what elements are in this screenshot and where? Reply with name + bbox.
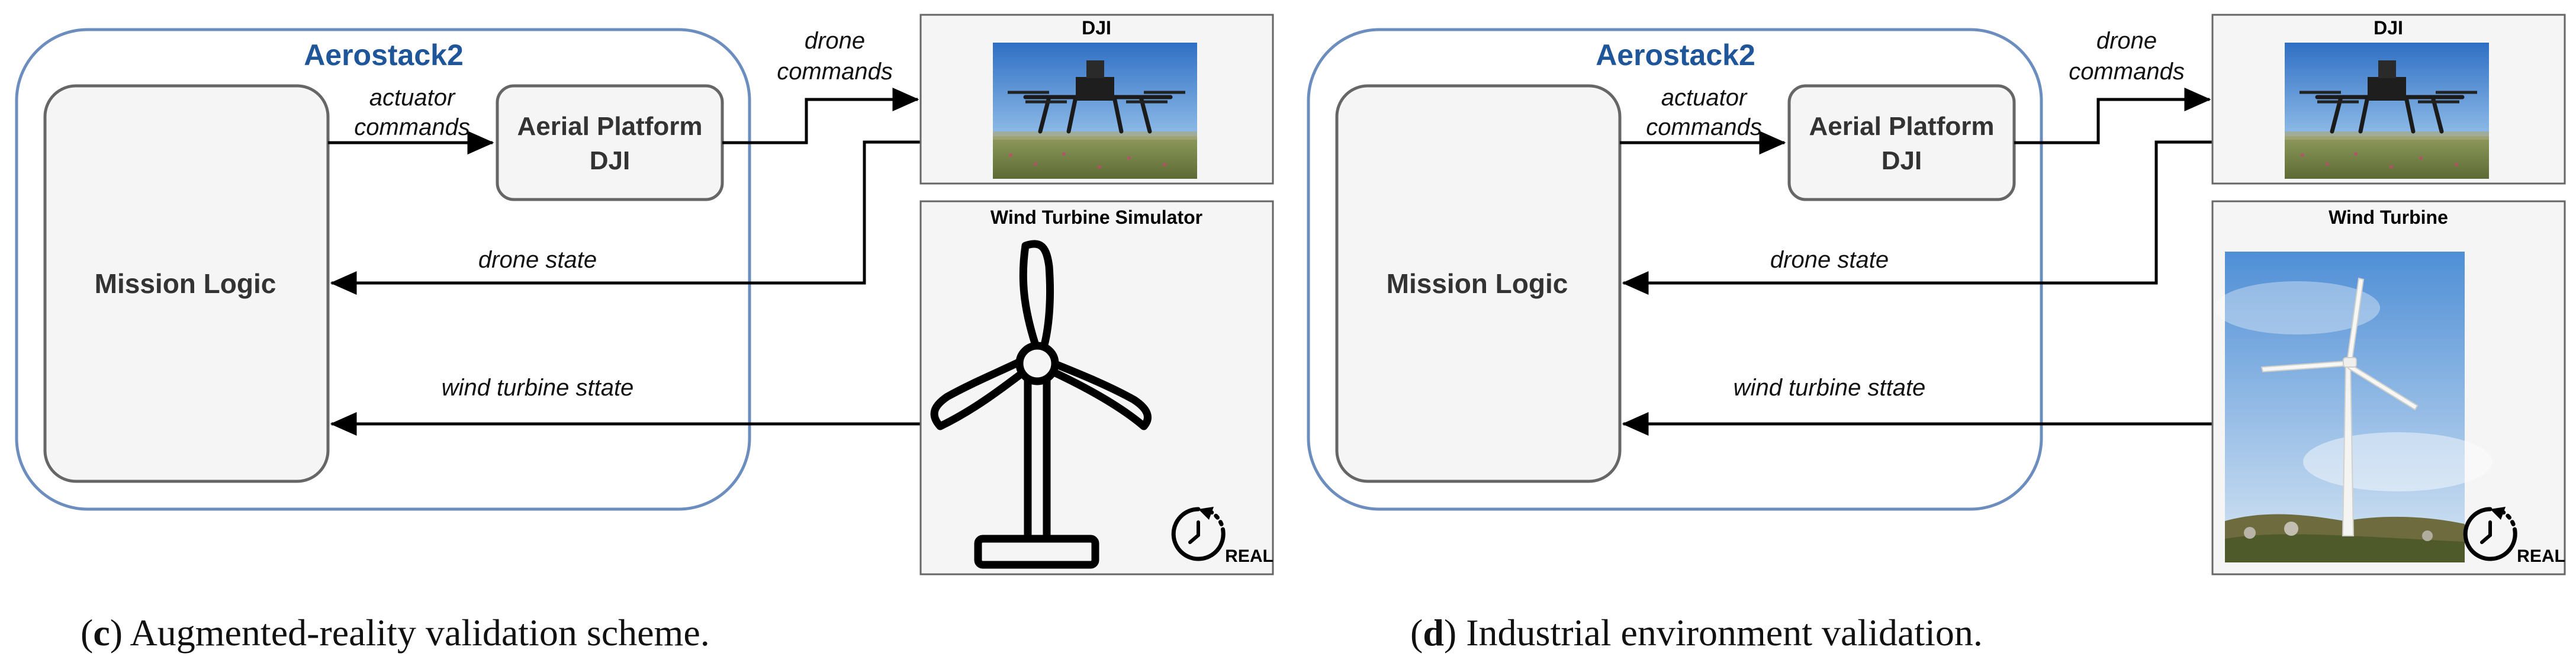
drone-commands-label-2: commands	[2069, 59, 2185, 85]
drone-state-arrow	[1622, 140, 2212, 295]
panel-d: Aerostack2 Mission Logic Aerial Platform…	[1307, 14, 2566, 654]
caption-d-text: Industrial environment validation.	[1456, 612, 1983, 654]
aerial-platform-label-1: Aerial Platform	[1809, 112, 1995, 141]
wind-turbine-simulator-box	[919, 200, 1274, 575]
mission-logic-box	[43, 84, 330, 483]
drone-commands-arrow	[722, 88, 919, 144]
aerial-platform-label-2: DJI	[1882, 146, 1922, 175]
real-label: REAL	[2517, 546, 2565, 566]
aerial-platform-box	[496, 84, 724, 201]
aerial-platform-box	[1787, 84, 2016, 201]
wind-turbine-simulator-title: Wind Turbine Simulator	[990, 207, 1202, 228]
aerostack2-title: Aerostack2	[304, 38, 464, 72]
mission-logic-label: Mission Logic	[95, 268, 276, 299]
mission-logic-box	[1335, 84, 1622, 483]
drone-commands-label-1: drone	[2096, 28, 2157, 54]
caption-c-text: Augmented-reality validation scheme.	[123, 612, 710, 654]
drone-state-label: drone state	[1770, 247, 1889, 273]
drone-commands-label-1: drone	[805, 28, 865, 54]
caption-d-letter: d	[1423, 612, 1444, 654]
drone-state-label: drone state	[478, 247, 597, 273]
dji-title: DJI	[2374, 17, 2403, 38]
drone-commands-arrow	[2014, 88, 2211, 144]
panel-c: Aerostack2 Mission Logic Aerial Platform…	[15, 14, 1274, 654]
actuator-commands-label-2: commands	[1646, 114, 1762, 140]
wind-turbine-title: Wind Turbine	[2329, 207, 2448, 228]
aerial-platform-label-1: Aerial Platform	[517, 112, 703, 141]
wind-turbine-icon	[930, 240, 1152, 569]
wind-turbine-state-label: wind turbine sttate	[442, 375, 634, 401]
real-label: REAL	[1225, 546, 1273, 566]
aerostack2-title: Aerostack2	[1596, 38, 1755, 72]
aerial-platform-label-2: DJI	[590, 146, 630, 175]
caption-c-letter: c	[93, 612, 110, 654]
aerostack2-group	[1307, 28, 2043, 511]
drone-state-arrow	[330, 140, 921, 295]
dji-drone-photo	[2285, 43, 2489, 179]
actuator-commands-label-2: commands	[354, 114, 470, 140]
actuator-commands-label-1: actuator	[369, 85, 456, 111]
wind-turbine-photo	[2214, 252, 2493, 562]
dji-drone-photo	[993, 43, 1197, 179]
caption-d: (d) Industrial environment validation.	[1410, 612, 1983, 654]
caption-c: (c) Augmented-reality validation scheme.	[81, 612, 710, 654]
aerostack2-group	[15, 28, 751, 511]
wind-turbine-state-label: wind turbine sttate	[1734, 375, 1926, 401]
actuator-commands-label-1: actuator	[1661, 85, 1748, 111]
mission-logic-label: Mission Logic	[1387, 268, 1568, 299]
drone-commands-label-2: commands	[777, 59, 893, 85]
dji-title: DJI	[1082, 17, 1111, 38]
